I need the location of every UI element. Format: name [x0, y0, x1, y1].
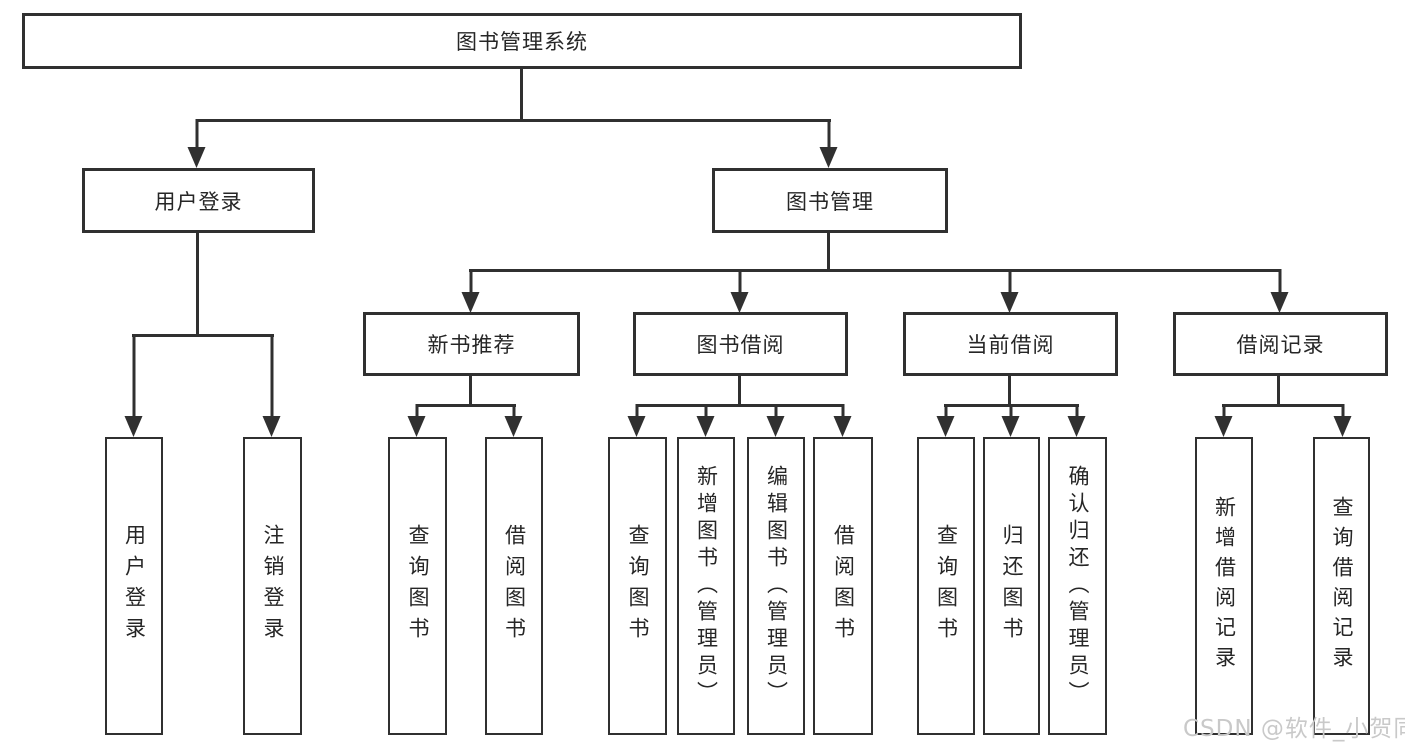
connector-line — [636, 404, 844, 407]
node-label: 新书推荐 — [427, 333, 516, 357]
node-book-borrowing: 图书借阅 — [633, 312, 848, 376]
node-current-borrowing: 当前借阅 — [903, 312, 1118, 376]
connector-line — [196, 119, 831, 122]
leaf-label: 用户登录 — [122, 524, 147, 648]
connector-line — [1222, 404, 1344, 407]
node-label: 借阅记录 — [1236, 333, 1325, 357]
down-arrow-icon — [1214, 404, 1234, 437]
node-book-management: 图书管理 — [712, 168, 948, 233]
down-arrow-icon — [504, 404, 524, 437]
down-arrow-icon — [187, 119, 207, 168]
leaf-borrow-borrow-books: 借阅图书 — [813, 437, 873, 735]
leaf-label: 查询借阅记录 — [1330, 496, 1354, 676]
leaf-records-query-record: 查询借阅记录 — [1313, 437, 1370, 735]
leaf-borrow-edit-books-admin: 编辑图书（管理员） — [747, 437, 805, 735]
leaf-newbook-borrow-books: 借阅图书 — [485, 437, 543, 735]
node-user-login: 用户登录 — [82, 168, 315, 233]
down-arrow-icon — [627, 404, 647, 437]
leaf-label: 确认归还（管理员） — [1066, 464, 1090, 708]
down-arrow-icon — [124, 334, 144, 437]
connector-line — [738, 375, 741, 406]
leaf-label: 新增图书（管理员） — [694, 464, 719, 708]
connector-line — [416, 404, 516, 407]
down-arrow-icon — [1333, 404, 1353, 437]
down-arrow-icon — [407, 404, 427, 437]
leaf-label: 查询图书 — [934, 524, 959, 648]
connector-line — [132, 334, 274, 337]
down-arrow-icon — [833, 404, 853, 437]
node-borrowing-records: 借阅记录 — [1173, 312, 1388, 376]
down-arrow-icon — [461, 269, 481, 313]
leaf-current-confirm-return-admin: 确认归还（管理员） — [1048, 437, 1107, 735]
down-arrow-icon — [1067, 404, 1087, 437]
node-label: 图书借阅 — [696, 333, 785, 357]
connector-line — [1008, 375, 1011, 406]
connector-line — [469, 375, 472, 406]
leaf-label: 编辑图书（管理员） — [764, 464, 789, 708]
node-label: 图书管理 — [786, 189, 874, 214]
connector-line — [520, 68, 523, 121]
down-arrow-icon — [819, 119, 839, 168]
node-new-book-recommendation: 新书推荐 — [363, 312, 580, 376]
leaf-label: 归还图书 — [1000, 524, 1024, 648]
leaf-label: 查询图书 — [626, 524, 650, 648]
leaf-label: 借阅图书 — [502, 524, 527, 648]
connector-line — [827, 233, 830, 271]
down-arrow-icon — [1000, 269, 1020, 313]
leaf-label: 查询图书 — [406, 524, 430, 648]
down-arrow-icon — [1270, 269, 1290, 313]
connector-line — [196, 233, 199, 336]
down-arrow-icon — [1001, 404, 1021, 437]
node-library-management-system: 图书管理系统 — [22, 13, 1022, 69]
leaf-logout: 注销登录 — [243, 437, 302, 735]
node-label: 用户登录 — [154, 189, 243, 214]
leaf-records-add-record: 新增借阅记录 — [1195, 437, 1253, 735]
down-arrow-icon — [936, 404, 956, 437]
leaf-current-return-books: 归还图书 — [983, 437, 1040, 735]
leaf-label: 新增借阅记录 — [1212, 496, 1237, 676]
leaf-label: 注销登录 — [261, 524, 285, 648]
watermark-text: CSDN @软件_小贺同学 — [1183, 716, 1405, 742]
connector-line — [1277, 375, 1280, 406]
connector-line — [469, 269, 1281, 272]
node-label: 当前借阅 — [966, 333, 1055, 357]
leaf-borrow-add-books-admin: 新增图书（管理员） — [677, 437, 735, 735]
leaf-borrow-query-books: 查询图书 — [608, 437, 667, 735]
down-arrow-icon — [696, 404, 716, 437]
node-label: 图书管理系统 — [456, 30, 588, 54]
down-arrow-icon — [766, 404, 786, 437]
leaf-newbook-query-books: 查询图书 — [388, 437, 447, 735]
leaf-current-query-books: 查询图书 — [917, 437, 975, 735]
down-arrow-icon — [262, 334, 282, 437]
leaf-user-login: 用户登录 — [105, 437, 163, 735]
leaf-label: 借阅图书 — [831, 524, 856, 648]
down-arrow-icon — [730, 269, 750, 313]
